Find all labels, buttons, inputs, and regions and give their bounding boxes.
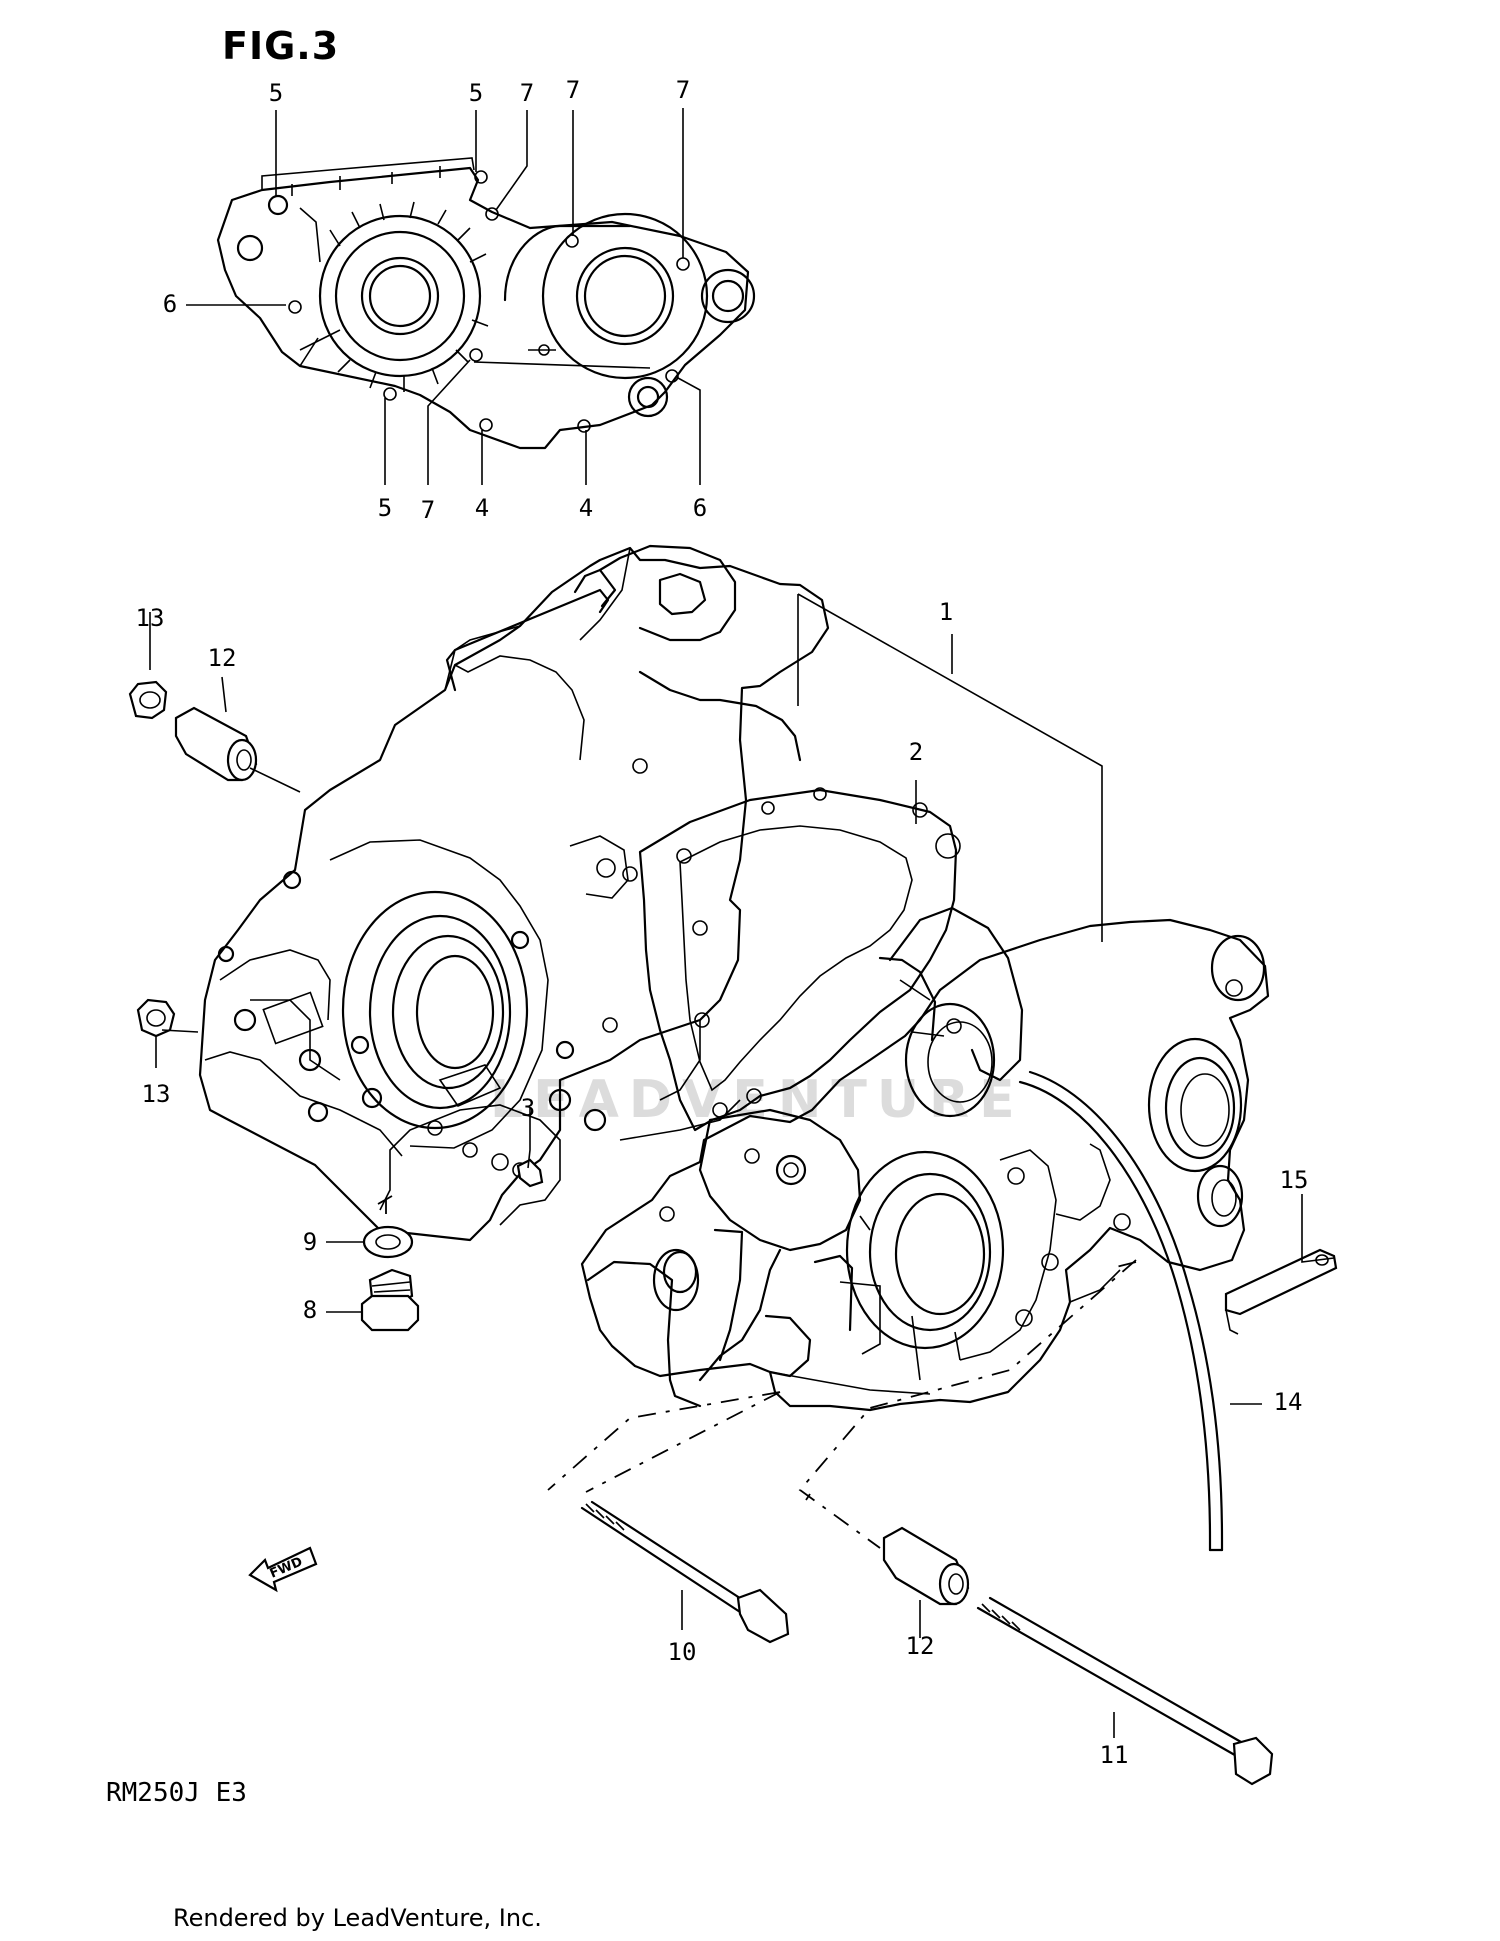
callout-1: 1 <box>938 598 954 626</box>
model-code: RM250J E3 <box>106 1778 247 1808</box>
figure-title: FIG.3 <box>222 24 340 68</box>
callout-6: 6 <box>162 290 178 318</box>
callout-5: 5 <box>268 79 284 107</box>
callout-5: 5 <box>377 494 393 522</box>
callout-6: 6 <box>692 494 708 522</box>
callout-8: 8 <box>302 1296 318 1324</box>
callout-3: 3 <box>520 1094 536 1122</box>
callout-12: 12 <box>905 1632 935 1660</box>
callout-13: 13 <box>135 604 165 632</box>
watermark: LEADVENTURE <box>490 1070 1025 1130</box>
fasteners-and-small-parts: FWD <box>128 680 1338 1786</box>
callout-10: 10 <box>667 1638 697 1666</box>
callout-7: 7 <box>675 76 691 104</box>
callout-7: 7 <box>565 76 581 104</box>
callout-4: 4 <box>474 494 490 522</box>
callout-7: 7 <box>519 79 535 107</box>
callout-14: 14 <box>1273 1388 1303 1416</box>
callout-4: 4 <box>578 494 594 522</box>
left-crankcase-half <box>198 544 830 1247</box>
callout-9: 9 <box>302 1228 318 1256</box>
callout-7: 7 <box>420 496 436 524</box>
callout-12: 12 <box>207 644 237 672</box>
callout-2: 2 <box>908 738 924 766</box>
footer-credit: Rendered by LeadVenture, Inc. <box>173 1904 542 1932</box>
leader-lines <box>149 593 1335 1738</box>
gasket <box>638 787 961 1132</box>
callout-15: 15 <box>1279 1166 1309 1194</box>
callout-11: 11 <box>1099 1741 1129 1769</box>
right-crankcase-half <box>580 906 1270 1412</box>
callout-5: 5 <box>468 79 484 107</box>
callout-13: 13 <box>141 1080 171 1108</box>
bolt-layout-inset <box>186 108 756 485</box>
